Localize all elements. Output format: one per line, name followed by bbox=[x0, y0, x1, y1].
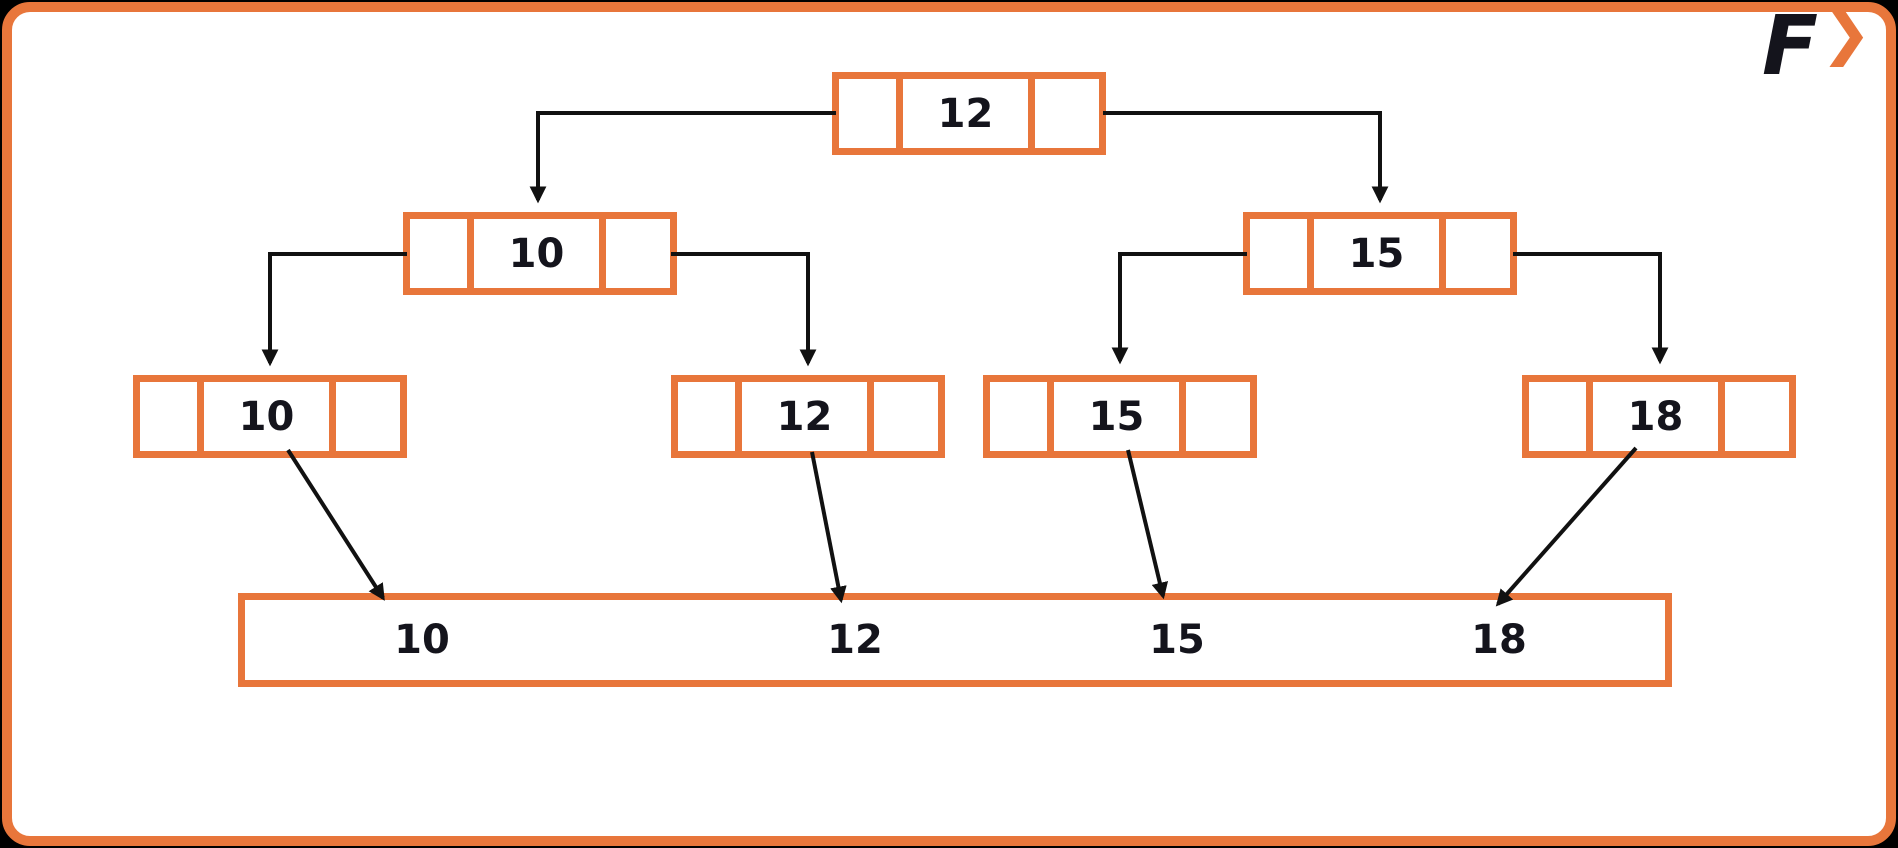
pointer-cell-right bbox=[1725, 382, 1789, 451]
value-cell: 10 bbox=[474, 219, 606, 288]
value-cell: 15 bbox=[1054, 382, 1186, 451]
node-value: 18 bbox=[1627, 393, 1684, 440]
pointer-cell-left bbox=[678, 382, 742, 451]
pointer-cell-left bbox=[1529, 382, 1593, 451]
value-cell: 12 bbox=[903, 79, 1035, 148]
node-value: 12 bbox=[776, 393, 833, 440]
value-cell: 18 bbox=[1593, 382, 1725, 451]
pointer-cell-left bbox=[839, 79, 903, 148]
value-cell: 10 bbox=[204, 382, 336, 451]
tree-node-leaf-15: 15 bbox=[983, 375, 1257, 458]
logo-letter: F bbox=[1762, 0, 1818, 94]
node-value: 15 bbox=[1348, 230, 1405, 277]
tree-node-internal-left: 10 bbox=[403, 212, 677, 295]
pointer-cell-right bbox=[874, 382, 938, 451]
tree-node-leaf-12: 12 bbox=[671, 375, 945, 458]
output-value-3: 15 bbox=[1149, 617, 1205, 663]
pointer-cell-right bbox=[1035, 79, 1099, 148]
node-value: 12 bbox=[937, 90, 994, 137]
tree-node-internal-right: 15 bbox=[1243, 212, 1517, 295]
pointer-cell-left bbox=[140, 382, 204, 451]
pointer-cell-right bbox=[336, 382, 400, 451]
sorted-output-box: 10 12 15 18 bbox=[238, 593, 1672, 687]
value-cell: 12 bbox=[742, 382, 874, 451]
tree-node-leaf-10: 10 bbox=[133, 375, 407, 458]
brand-logo: ❯ F bbox=[1752, 0, 1872, 94]
node-value: 10 bbox=[508, 230, 565, 277]
value-cell: 15 bbox=[1314, 219, 1446, 288]
pointer-cell-right bbox=[1186, 382, 1250, 451]
node-value: 15 bbox=[1088, 393, 1145, 440]
pointer-cell-right bbox=[1446, 219, 1510, 288]
logo-chevron-icon: ❯ bbox=[1820, 0, 1872, 68]
tree-node-leaf-18: 18 bbox=[1522, 375, 1796, 458]
pointer-cell-right bbox=[606, 219, 670, 288]
pointer-cell-left bbox=[1250, 219, 1314, 288]
pointer-cell-left bbox=[990, 382, 1054, 451]
output-value-1: 10 bbox=[394, 617, 450, 663]
output-value-4: 18 bbox=[1471, 617, 1527, 663]
pointer-cell-left bbox=[410, 219, 474, 288]
node-value: 10 bbox=[238, 393, 295, 440]
tree-node-root: 12 bbox=[832, 72, 1106, 155]
output-value-2: 12 bbox=[827, 617, 883, 663]
